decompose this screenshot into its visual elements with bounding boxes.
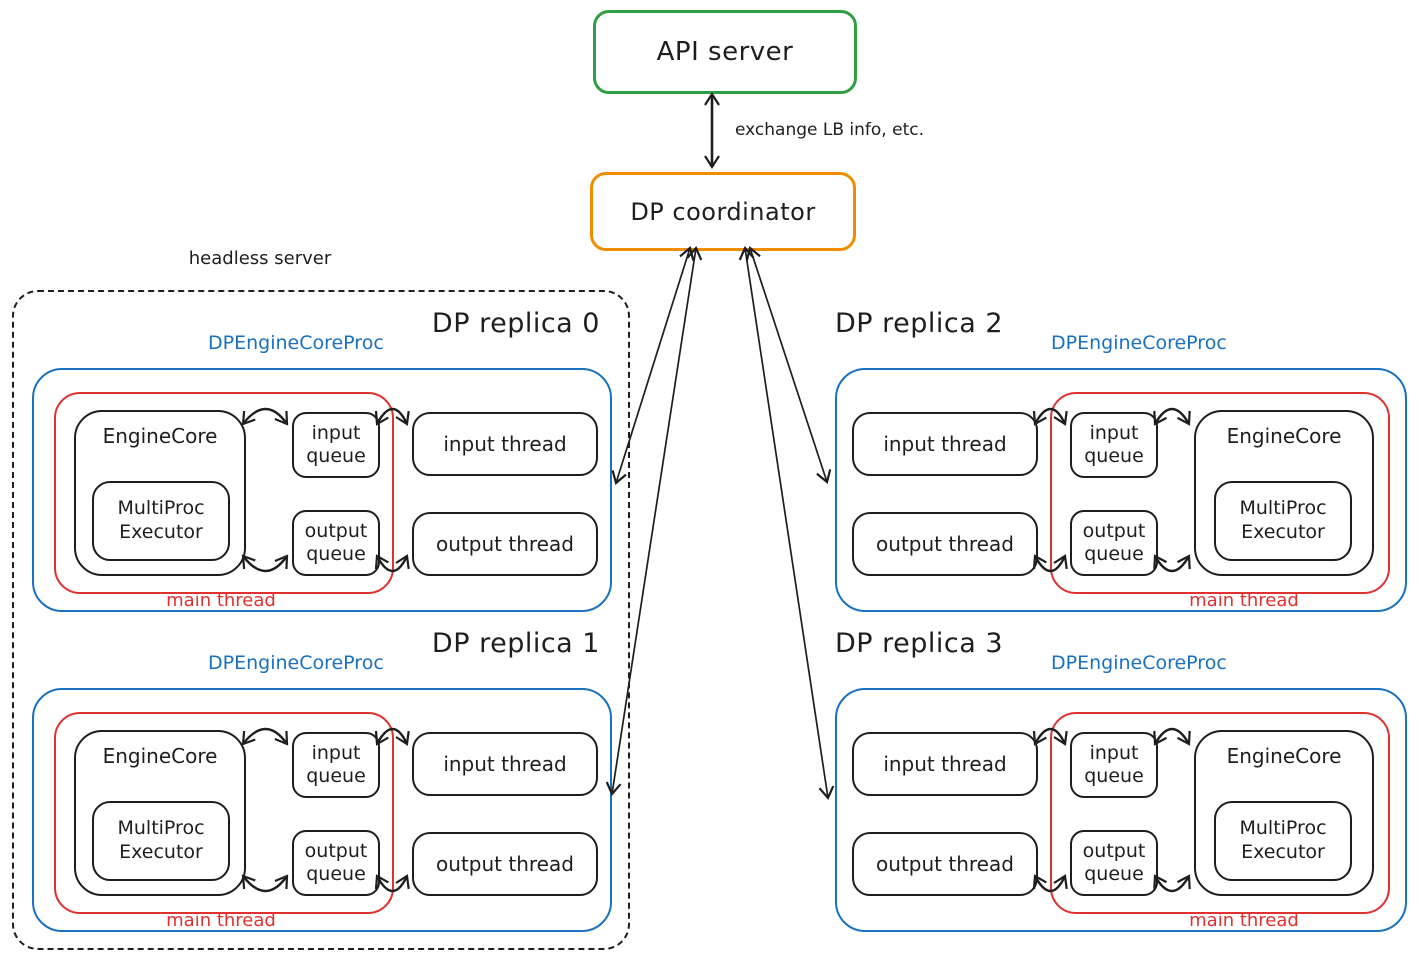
output-queue-box: output queue [1070, 830, 1158, 896]
output-queue-box: output queue [292, 830, 380, 896]
engine-core-proc-box: EngineCore MultiProc Executor input queu… [32, 368, 612, 612]
input-queue-box: input queue [1070, 412, 1158, 478]
engine-core-box: EngineCore MultiProc Executor [1194, 410, 1374, 576]
api-server-node: API server [593, 10, 857, 94]
output-queue-label: output queue [304, 520, 368, 565]
replica-title: DP replica 2 [835, 308, 1004, 339]
input-queue-label: input queue [306, 422, 366, 467]
engine-core-label: EngineCore [1226, 744, 1342, 768]
engine-core-box: EngineCore MultiProc Executor [1194, 730, 1374, 896]
output-thread-box: output thread [852, 512, 1038, 576]
output-thread-label: output thread [436, 852, 574, 876]
main-thread-box [54, 392, 394, 594]
input-queue-label: input queue [1084, 742, 1144, 787]
input-queue-box: input queue [1070, 732, 1158, 798]
input-thread-label: input thread [883, 432, 1007, 456]
replica-title: DP replica 3 [835, 628, 1004, 659]
dpenginecoreproc-label: DPEngineCoreProc [208, 652, 384, 674]
input-queue-box: input queue [292, 412, 380, 478]
dp-replica-2: DP replica 2 DPEngineCoreProc EngineCore… [835, 308, 1407, 612]
main-thread-label: main thread [166, 910, 276, 931]
multiproc-executor-box: MultiProc Executor [92, 481, 230, 561]
engine-core-label: EngineCore [1226, 424, 1342, 448]
input-queue-label: input queue [306, 742, 366, 787]
input-queue-box: input queue [292, 732, 380, 798]
main-thread-box [1050, 712, 1390, 914]
input-thread-box: input thread [852, 412, 1038, 476]
input-thread-box: input thread [852, 732, 1038, 796]
main-thread-box [54, 712, 394, 914]
input-thread-box: input thread [412, 732, 598, 796]
output-thread-box: output thread [852, 832, 1038, 896]
engine-core-label: EngineCore [102, 424, 218, 448]
output-thread-box: output thread [412, 832, 598, 896]
multiproc-executor-box: MultiProc Executor [1214, 801, 1352, 881]
multiproc-executor-label: MultiProc Executor [117, 497, 205, 543]
multiproc-executor-label: MultiProc Executor [117, 817, 205, 863]
dp-coordinator-label: DP coordinator [630, 197, 816, 226]
replica-title: DP replica 1 [431, 628, 600, 659]
dpenginecoreproc-label: DPEngineCoreProc [1051, 332, 1227, 354]
multiproc-executor-box: MultiProc Executor [1214, 481, 1352, 561]
output-queue-label: output queue [1082, 520, 1146, 565]
engine-core-box: EngineCore MultiProc Executor [74, 410, 246, 576]
exchange-info-label: exchange LB info, etc. [735, 120, 924, 140]
dpenginecoreproc-label: DPEngineCoreProc [208, 332, 384, 354]
output-queue-label: output queue [1082, 840, 1146, 885]
engine-core-label: EngineCore [102, 744, 218, 768]
main-thread-label: main thread [1189, 910, 1299, 931]
main-thread-label: main thread [1189, 590, 1299, 611]
main-thread-label: main thread [166, 590, 276, 611]
output-queue-box: output queue [292, 510, 380, 576]
input-thread-box: input thread [412, 412, 598, 476]
dp-replica-1: DP replica 1 DPEngineCoreProc EngineCore… [32, 628, 612, 932]
output-queue-label: output queue [304, 840, 368, 885]
input-queue-label: input queue [1084, 422, 1144, 467]
input-thread-label: input thread [443, 432, 567, 456]
dpenginecoreproc-label: DPEngineCoreProc [1051, 652, 1227, 674]
dp-replica-0: DP replica 0 DPEngineCoreProc EngineCore… [32, 308, 612, 612]
coordinator-replica3-arrow [738, 245, 835, 801]
input-thread-label: input thread [883, 752, 1007, 776]
api-server-label: API server [656, 37, 794, 67]
replica-title: DP replica 0 [431, 308, 600, 339]
coordinator-replica2-arrow [745, 246, 832, 484]
engine-core-proc-box: EngineCore MultiProc Executor input queu… [835, 368, 1407, 612]
dp-replica-3: DP replica 3 DPEngineCoreProc EngineCore… [835, 628, 1407, 932]
engine-core-box: EngineCore MultiProc Executor [74, 730, 246, 896]
multiproc-executor-label: MultiProc Executor [1239, 497, 1327, 543]
main-thread-box [1050, 392, 1390, 594]
dp-coordinator-node: DP coordinator [590, 172, 856, 251]
headless-server-label: headless server [188, 248, 332, 269]
output-queue-box: output queue [1070, 510, 1158, 576]
engine-core-proc-box: EngineCore MultiProc Executor input queu… [835, 688, 1407, 932]
output-thread-label: output thread [876, 852, 1014, 876]
multiproc-executor-label: MultiProc Executor [1239, 817, 1327, 863]
output-thread-box: output thread [412, 512, 598, 576]
input-thread-label: input thread [443, 752, 567, 776]
multiproc-executor-box: MultiProc Executor [92, 801, 230, 881]
output-thread-label: output thread [436, 532, 574, 556]
output-thread-label: output thread [876, 532, 1014, 556]
engine-core-proc-box: EngineCore MultiProc Executor input queu… [32, 688, 612, 932]
